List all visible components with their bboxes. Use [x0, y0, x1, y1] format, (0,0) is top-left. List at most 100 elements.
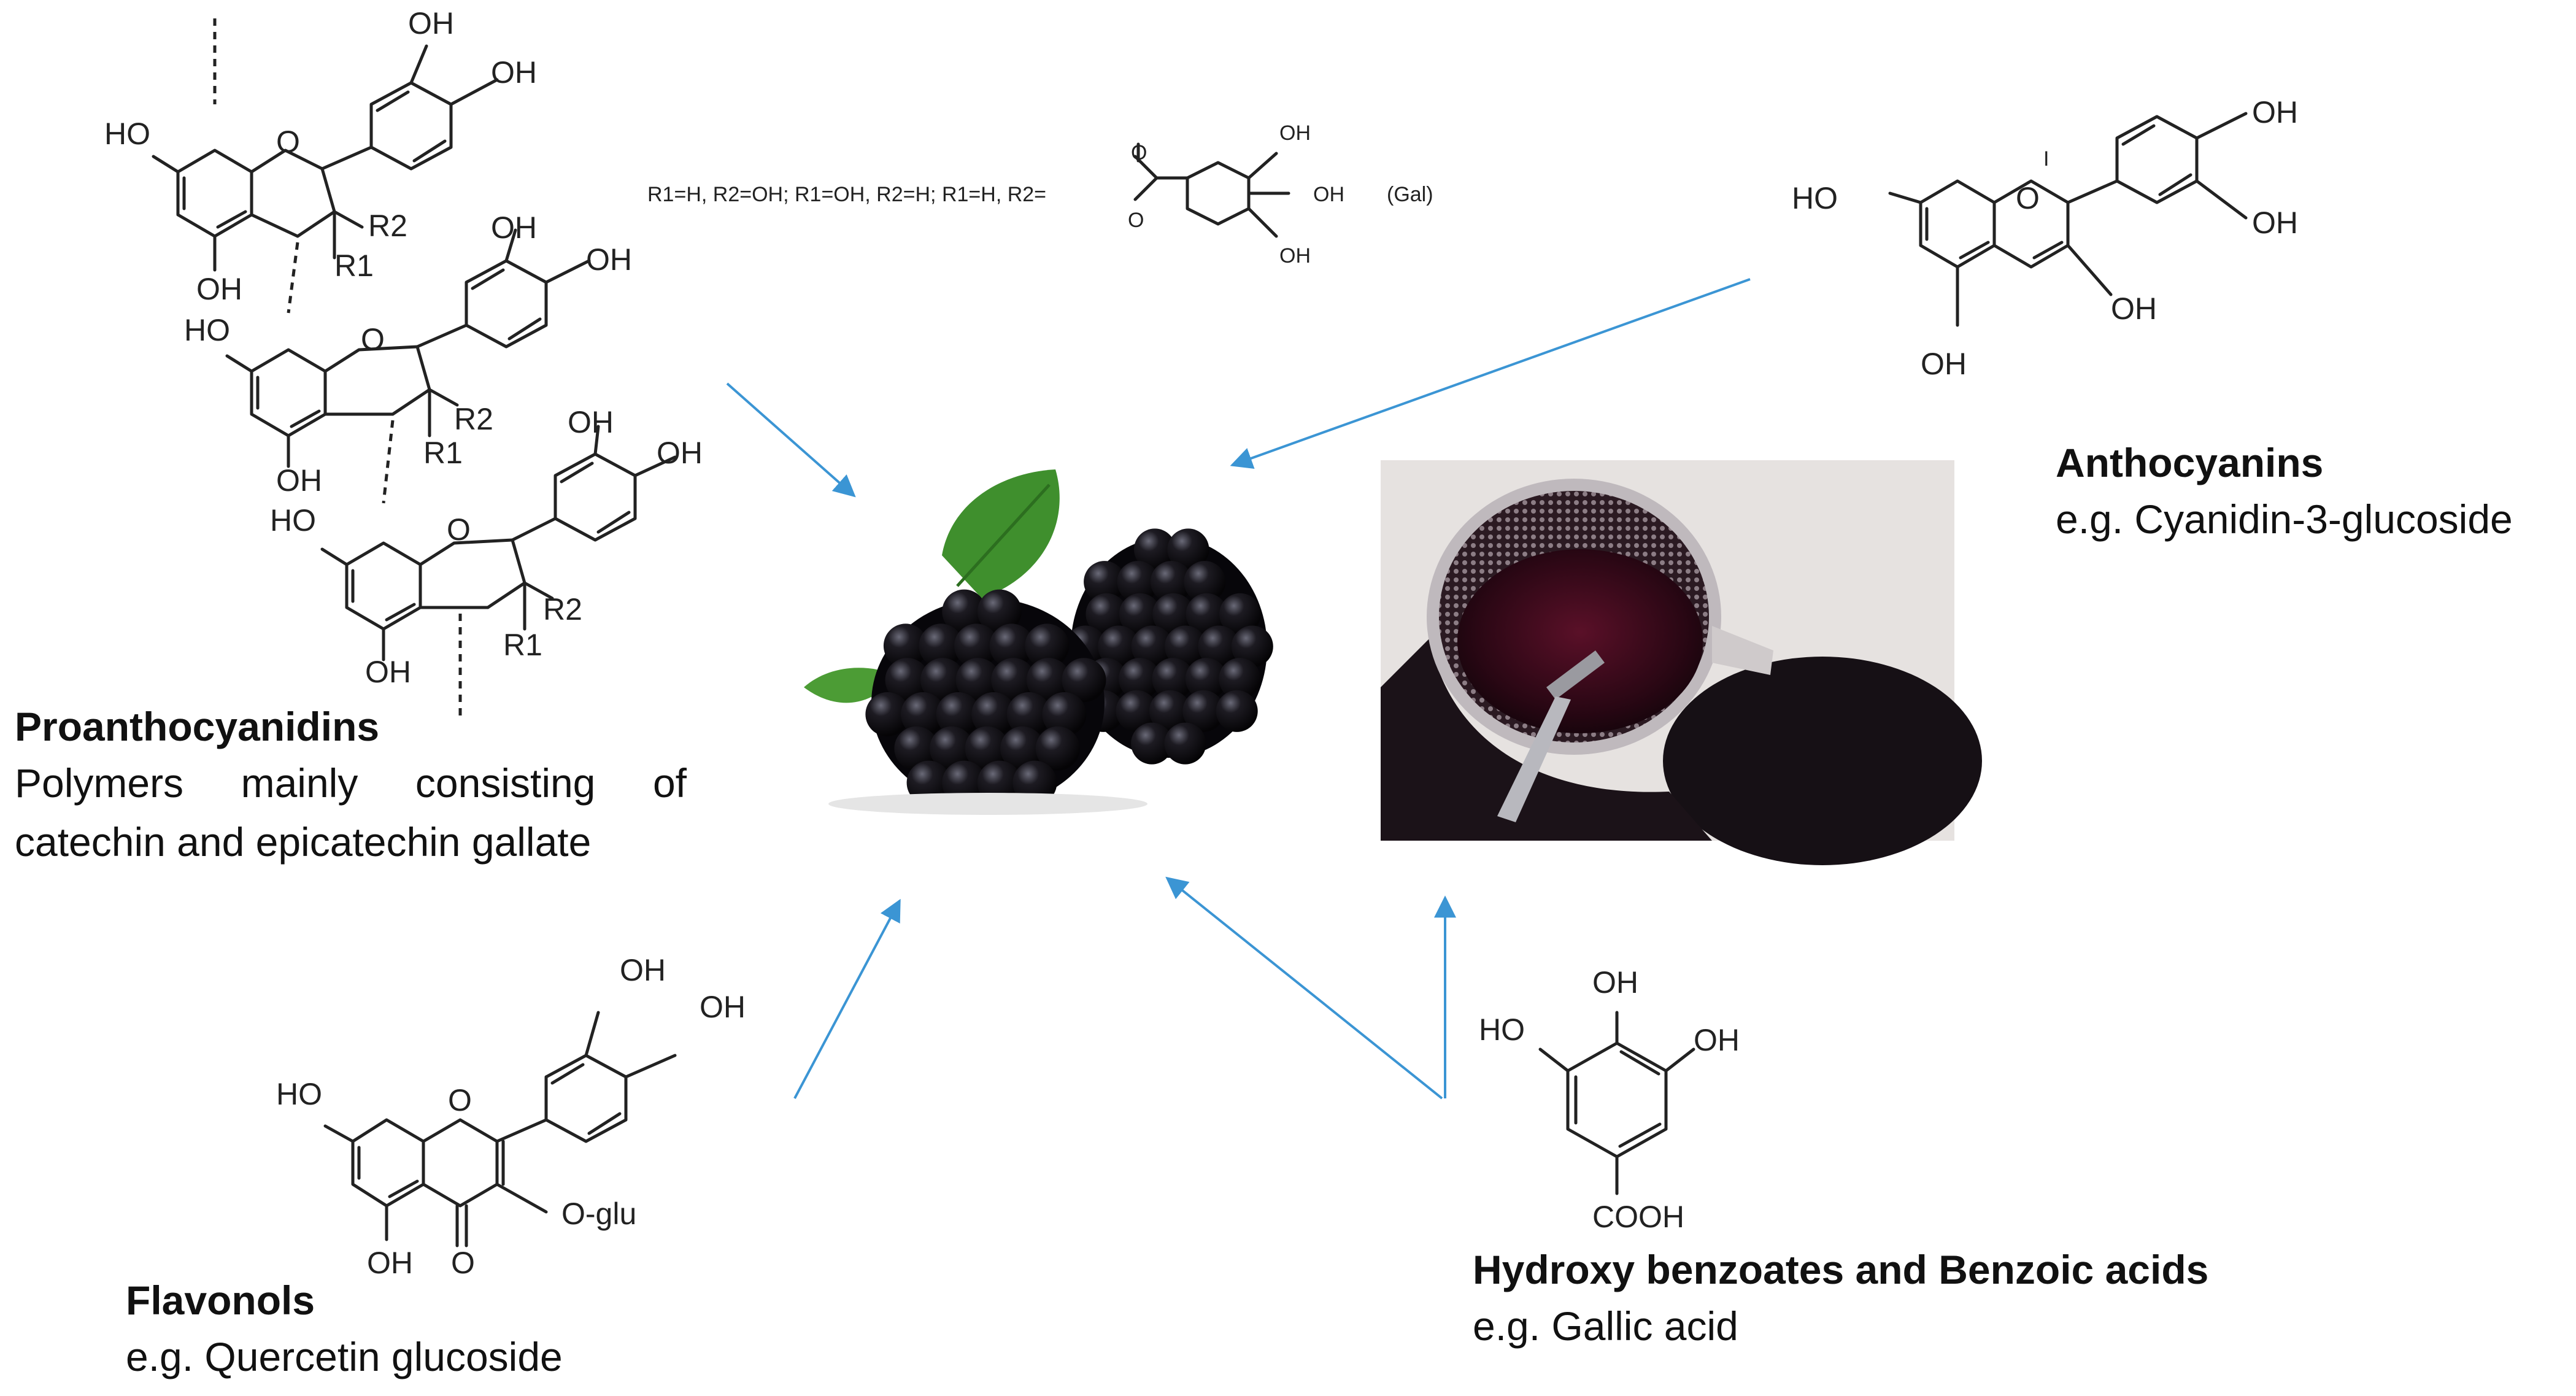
atom-oh: OH	[2252, 95, 2298, 129]
atom-oh: OH	[700, 990, 746, 1024]
benzoates-title: Hydroxy benzoates and Benzoic acids	[1473, 1247, 2209, 1292]
atom-o: O	[1128, 209, 1144, 232]
atom-oh: OH	[367, 1246, 413, 1280]
galloyl-substituent: R1=H, R2=OH; R1=OH, R2=H; R1=H, R2= O O …	[647, 121, 1433, 268]
flavonols-title: Flavonols	[126, 1278, 315, 1323]
drupelet	[991, 658, 1036, 703]
atom-ho: HO	[184, 313, 230, 347]
drupelet	[1219, 593, 1261, 635]
drupelet	[1119, 658, 1160, 700]
flavonols-desc: e.g. Quercetin glucoside	[126, 1334, 563, 1380]
drupelet	[1164, 722, 1206, 765]
arrows	[726, 278, 1751, 1100]
arrow-benzoates-berries	[1165, 876, 1443, 1100]
drupelet	[1062, 658, 1106, 703]
atom-o: O	[1131, 141, 1147, 164]
anthocyanins-desc: e.g. Cyanidin-3-glucoside	[2056, 496, 2513, 542]
atom-r1: R1	[423, 436, 463, 470]
drupelet	[1152, 593, 1195, 635]
proanthocyanidins-desc-line2: catechin and epicatechin gallate	[15, 819, 592, 865]
blackberry-image	[804, 469, 1273, 815]
cyanidin-structure: HO O I OH OH OH OH	[1792, 95, 2298, 381]
drupelet	[1117, 561, 1159, 603]
atom-oh: OH	[620, 953, 666, 987]
drupelet	[1084, 561, 1126, 603]
drupelet	[1134, 528, 1176, 571]
drupelet	[1152, 658, 1194, 700]
anthocyanins-label: Anthocyanins e.g. Cyanidin-3-glucoside	[2056, 436, 2513, 549]
drupelet	[883, 623, 928, 668]
drupelet	[1165, 625, 1206, 668]
drupelet	[1185, 658, 1227, 700]
arrow-flavonols	[793, 898, 901, 1099]
drupelet	[1216, 690, 1258, 732]
atom-r2: R2	[368, 209, 407, 243]
atom-r1: R1	[503, 628, 542, 662]
atom-r1: R1	[334, 249, 374, 283]
drupelet	[954, 623, 999, 668]
atom-oh: OH	[2111, 291, 2157, 326]
atom-oh: OH	[491, 210, 537, 245]
substituent-text: R1=H, R2=OH; R1=OH, R2=H; R1=H, R2=	[647, 183, 1046, 206]
flavonols-label: Flavonols e.g. Quercetin glucoside	[126, 1273, 563, 1387]
drupelet	[1119, 593, 1161, 635]
drupelet	[1025, 623, 1070, 668]
drupelet	[1182, 690, 1225, 732]
atom-o: O	[451, 1246, 475, 1280]
atom-ho: HO	[1479, 1012, 1525, 1047]
atom-cooh: COOH	[1592, 1200, 1684, 1234]
drupelet	[942, 589, 987, 634]
drupelet	[1149, 690, 1191, 732]
atom-o-plus: O	[2016, 181, 2040, 215]
proanthocyanidins-desc-line1: Polymers mainly consisting of	[15, 760, 687, 806]
atom-oh: OH	[1592, 965, 1638, 1000]
arrow-proanthocyanidins	[726, 382, 856, 498]
drupelet	[1186, 593, 1228, 635]
drupelet	[920, 658, 965, 703]
arrow-anthocyanins	[1230, 278, 1751, 469]
blackberry-icon	[1064, 528, 1273, 765]
drupelet	[1167, 528, 1209, 571]
atom-oh: OH	[1313, 183, 1344, 206]
drupelet	[901, 692, 945, 736]
drupelet	[989, 623, 1034, 668]
drupelet	[1131, 625, 1173, 668]
atom-oh: OH	[408, 6, 454, 40]
anthocyanins-title: Anthocyanins	[2056, 440, 2324, 485]
atom-oh: OH	[1279, 121, 1311, 145]
quercetin-structure: HO O OH OH O-glu O OH	[276, 953, 746, 1280]
drupelet	[971, 692, 1016, 736]
proanthocyanidin-structure: OH OH HO O R2 R1 OH OH OH HO O R2 R1 OH …	[104, 6, 703, 718]
atom-o-glu: O-glu	[561, 1197, 636, 1231]
drupelet	[1035, 726, 1080, 771]
drupelet	[1116, 690, 1158, 732]
drupelet	[1026, 658, 1071, 703]
atom-ho: HO	[1792, 181, 1838, 215]
charge-mark: I	[2043, 147, 2049, 171]
atom-oh: OH	[276, 463, 322, 498]
gallic-acid-structure: OH HO OH COOH	[1479, 965, 1740, 1234]
drupelet	[1042, 692, 1087, 736]
drupelet	[977, 589, 1022, 634]
atom-oh: OH	[1921, 347, 1967, 381]
benzoates-label: Hydroxy benzoates and Benzoic acids e.g.…	[1473, 1243, 2208, 1356]
drupelet	[885, 658, 930, 703]
drupelet	[894, 726, 939, 771]
atom-o: O	[448, 1083, 472, 1117]
atom-o: O	[361, 322, 385, 357]
atom-r2: R2	[543, 592, 582, 627]
atom-ho: HO	[276, 1077, 322, 1111]
atom-o: O	[447, 512, 471, 547]
atom-oh: OH	[586, 242, 632, 277]
blackberry-icon	[865, 589, 1106, 807]
drupelet	[955, 658, 1000, 703]
atom-o: O	[276, 125, 300, 159]
atom-oh: OH	[2252, 206, 2298, 240]
drupelet	[865, 692, 910, 736]
proanthocyanidins-title: Proanthocyanidins	[15, 704, 380, 749]
atom-oh: OH	[1694, 1023, 1740, 1057]
drupelet	[965, 726, 1009, 771]
proanthocyanidins-label: Proanthocyanidins Polymers mainly consis…	[15, 700, 687, 871]
drupelet	[1231, 625, 1273, 668]
